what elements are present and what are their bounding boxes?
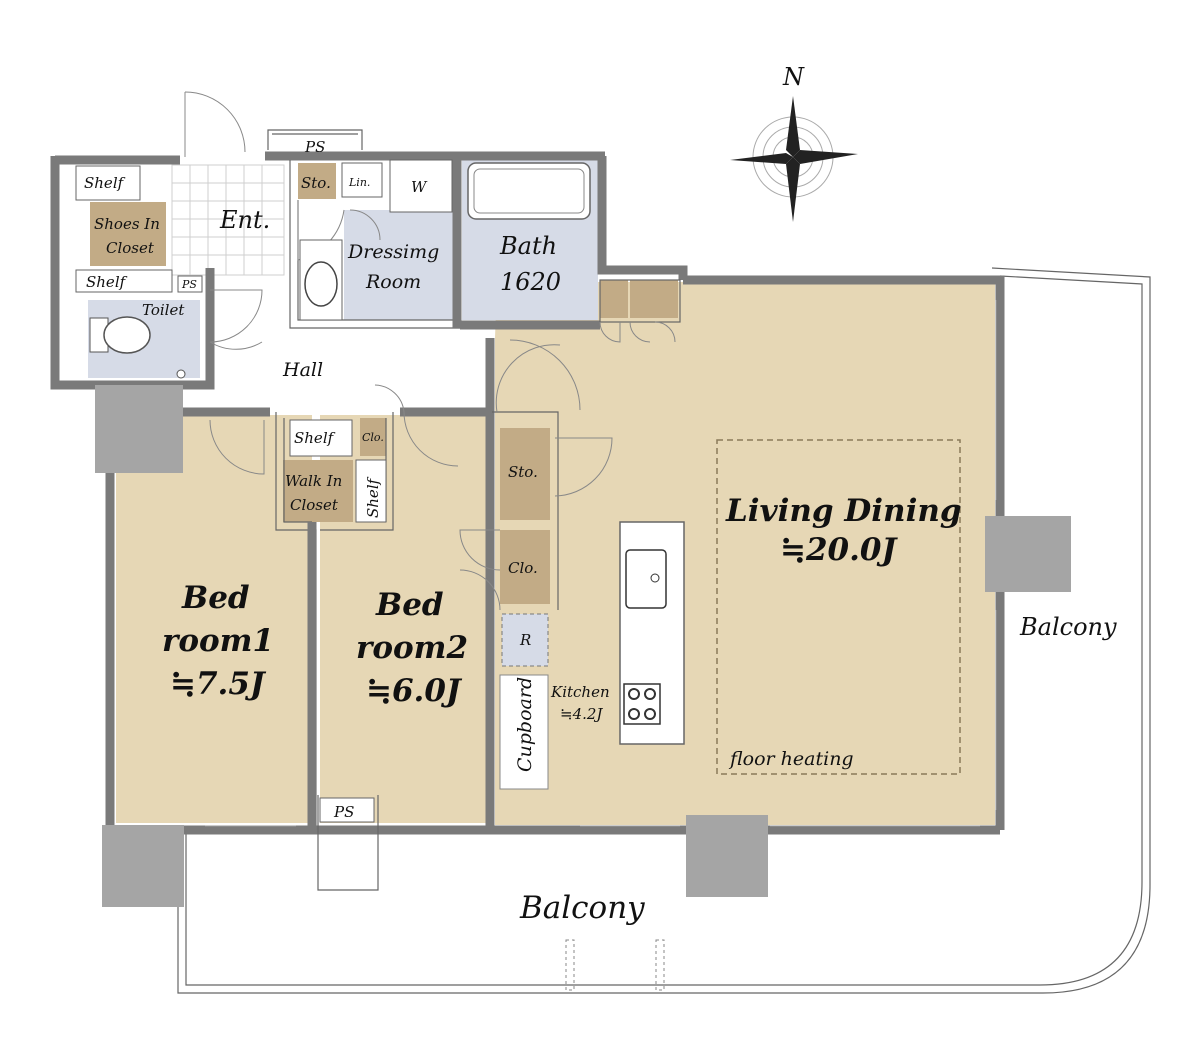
ld-closet-label: Clo. xyxy=(508,559,538,577)
wic-label-1: Walk In xyxy=(285,472,342,490)
fridge-floor xyxy=(501,613,549,667)
kitchen-label-1: Kitchen xyxy=(550,683,610,701)
linen-box xyxy=(341,162,383,198)
entry-storage-label: Sto. xyxy=(301,174,331,192)
bath-label-2: 1620 xyxy=(500,268,561,296)
bedroom1-label-1: Bed xyxy=(181,580,250,616)
sink xyxy=(625,549,667,609)
room-labels: Shelf Shoes In Closet Shelf PS Toilet En… xyxy=(84,138,1117,926)
compass-north-label: N xyxy=(782,63,805,91)
bedroom1-label-3: ≒7.5J xyxy=(170,666,267,702)
refrigerator-label: R xyxy=(519,631,531,649)
column-sw xyxy=(102,825,184,907)
columns xyxy=(95,385,1071,907)
bedroom2-label-2: room2 xyxy=(356,630,468,666)
ld-storage-floor xyxy=(500,428,550,520)
cupboard-label: Cupboard xyxy=(514,677,536,772)
wic-shelf-side-label: Shelf xyxy=(364,476,382,518)
column-hall xyxy=(95,385,183,473)
washbasin xyxy=(304,261,338,307)
toilet-label: Toilet xyxy=(142,301,185,319)
dressing-room-floor xyxy=(344,210,454,320)
compass-rose-icon: N xyxy=(730,63,858,222)
bedroom2-label-1: Bed xyxy=(375,587,444,623)
cupboard xyxy=(499,674,549,790)
shelf-top-label: Shelf xyxy=(84,174,126,192)
ld-cabinet-2 xyxy=(630,280,678,318)
ps-small-label: PS xyxy=(181,278,197,291)
bedroom1-floor xyxy=(116,415,312,823)
balcony-east-label: Balcony xyxy=(1019,613,1117,641)
bathtub xyxy=(467,162,591,220)
linen-label: Lin. xyxy=(348,176,370,189)
wic-clo-floor xyxy=(360,418,386,456)
entry-tiles xyxy=(171,164,285,276)
living-dining-label-1: Living Dining xyxy=(725,493,962,529)
wic-clo-label: Clo. xyxy=(362,431,384,444)
ps-top-label: PS xyxy=(304,138,325,156)
entrance-label: Ent. xyxy=(219,206,270,234)
dressing-room-label-2: Room xyxy=(365,271,421,293)
wic-shelf-label: Shelf xyxy=(294,429,336,447)
kitchen-floor xyxy=(548,415,618,825)
living-dining-label-2: ≒20.0J xyxy=(780,532,898,568)
floor-heating-label: floor heating xyxy=(728,748,854,770)
balcony-south-label: Balcony xyxy=(519,890,645,926)
bedroom1-label-2: room1 xyxy=(162,623,274,659)
shoes-closet-floor xyxy=(90,202,166,266)
shoes-closet-label-2: Closet xyxy=(106,239,155,257)
wic-floor xyxy=(283,460,353,522)
ps-bottom-label: PS xyxy=(333,803,354,821)
shoes-closet-label-1: Shoes In xyxy=(94,215,160,233)
fixtures xyxy=(75,159,997,827)
entry-storage-floor xyxy=(298,163,336,199)
washer-label: W xyxy=(411,178,428,196)
toilet-bowl xyxy=(103,316,151,354)
bath-label-1: Bath xyxy=(499,232,557,260)
column-east xyxy=(985,516,1071,592)
balcony-outline xyxy=(177,267,1151,994)
column-south xyxy=(686,815,768,897)
stove xyxy=(623,683,661,725)
shelf-mid-label: Shelf xyxy=(86,273,128,291)
floor-heating-zone xyxy=(716,439,961,775)
ld-storage-label: Sto. xyxy=(508,463,538,481)
kitchen-label-2: ≒4.2J xyxy=(560,705,603,723)
ld-cabinet-1 xyxy=(600,280,628,318)
washer-box xyxy=(389,159,453,213)
ld-closet-floor xyxy=(500,530,550,604)
dressing-room-label-1: Dressimg xyxy=(347,241,439,263)
hall-label: Hall xyxy=(282,359,323,381)
bedroom2-label-3: ≒6.0J xyxy=(366,673,463,709)
wic-label-2: Closet xyxy=(290,496,339,514)
